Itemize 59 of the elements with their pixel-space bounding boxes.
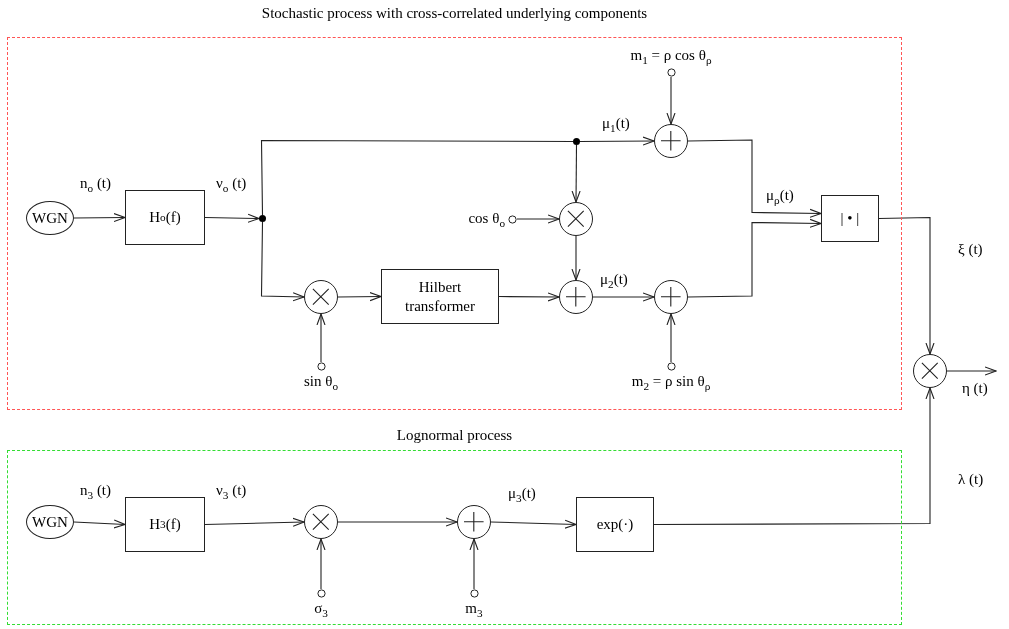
signal-arrow [592,292,655,302]
signal-arrow [516,214,560,224]
adder-symbol [654,280,688,314]
signal-arrow [653,387,935,526]
adder-symbol [654,124,688,158]
signal-label: η (t) [962,381,988,396]
signal-label: n$_{o}$ (t) [80,176,112,195]
multiplier-symbol [559,202,593,236]
region-title: Stochastic process with cross-correlated underlying components [261,5,648,22]
signal-arrow [666,313,676,363]
signal-arrow [204,517,305,527]
block-box: exp(·) [576,497,654,552]
signal-label: n$_{3}$ (t) [80,483,112,502]
signal-arrow [571,235,581,281]
signal-arrow [946,366,997,376]
signal-arrow [687,139,822,218]
signal-arrow [337,292,382,302]
signal-arrow [490,519,577,529]
junction-dot [259,215,266,222]
signal-arrow [316,538,326,590]
signal-label: μ$_{ρ}$(t) [766,188,794,207]
signal-arrow [666,76,676,125]
block-box: | • | [821,195,879,242]
signal-arrow [878,216,935,355]
signal-arrow [73,213,126,223]
input-label: m$_{3}$ [465,600,483,619]
signal-label: ν$_{3}$ (t) [216,483,247,502]
adder-symbol [559,280,593,314]
multiplier-symbol [913,354,947,388]
signal-arrow [316,313,326,363]
signal-label: μ$_{1}$(t) [602,116,630,135]
signal-label: μ$_{3}$(t) [508,486,536,505]
signal-label: μ$_{2}$(t) [600,272,628,291]
signal-arrow [687,218,822,298]
signal-arrow [469,538,479,590]
multiplier-symbol [304,505,338,539]
signal-arrow [571,144,581,203]
signal-line [260,139,574,216]
signal-arrow [260,221,305,302]
signal-arrow [498,292,560,302]
adder-symbol [457,505,491,539]
input-label: σ$_{3}$ [314,600,328,619]
block-box: Hilbert transformer [381,269,499,324]
input-label: cos θ$_{o}$ [468,209,505,229]
source-ellipse: WGN [26,505,74,539]
signal-label: ξ (t) [958,242,983,257]
input-label: m$_{1}$ = ρ cos θ$_{ρ}$ [630,47,712,66]
signal-arrow [204,213,260,223]
region-title: Lognormal process [396,427,513,444]
signal-arrow [579,136,655,146]
source-ellipse: WGN [26,201,74,235]
input-label: m$_{2}$ = ρ sin θ$_{ρ}$ [631,373,711,392]
signal-arrow [73,519,126,529]
multiplier-symbol [304,280,338,314]
junction-dot [573,138,580,145]
input-label: sin θ$_{o}$ [303,373,339,392]
signal-label: ν$_{o}$ (t) [216,176,247,195]
signal-label: λ (t) [958,472,984,487]
signal-arrow [337,517,458,527]
